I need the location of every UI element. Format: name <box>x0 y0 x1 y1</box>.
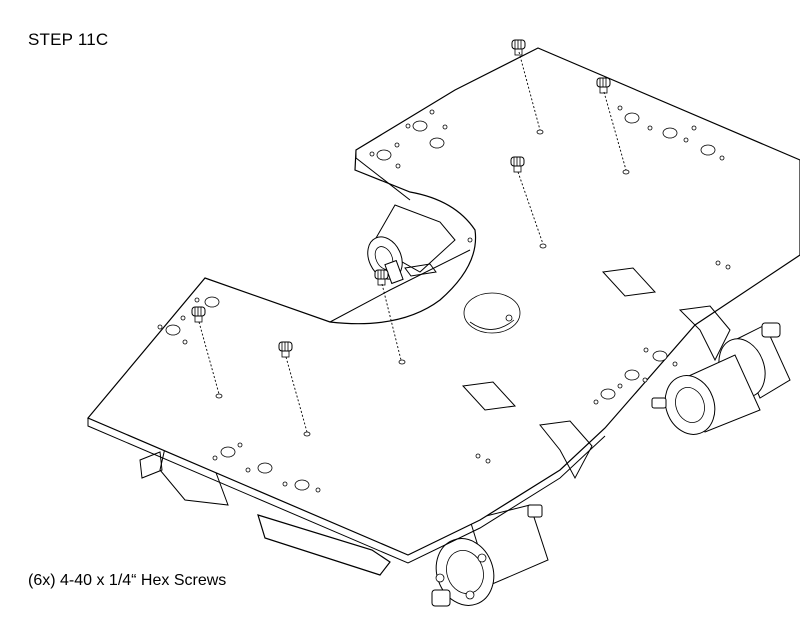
screw-3 <box>510 156 547 249</box>
right-motor-lower <box>651 354 761 435</box>
screw-4 <box>374 269 406 365</box>
screw-5 <box>191 306 223 399</box>
center-hole <box>463 292 521 334</box>
screw-2 <box>596 77 630 175</box>
slots <box>404 263 731 480</box>
screw-1 <box>511 39 544 135</box>
parts-caption: (6x) 4-40 x 1/4“ Hex Screws <box>28 572 227 589</box>
front-motor <box>431 504 549 607</box>
screw-6 <box>278 341 311 437</box>
lower-chassis <box>139 249 471 576</box>
plate-holes <box>157 105 731 493</box>
step-title: STEP 11C <box>28 30 109 49</box>
top-plate <box>87 47 800 556</box>
rear-motor-left <box>367 204 456 285</box>
